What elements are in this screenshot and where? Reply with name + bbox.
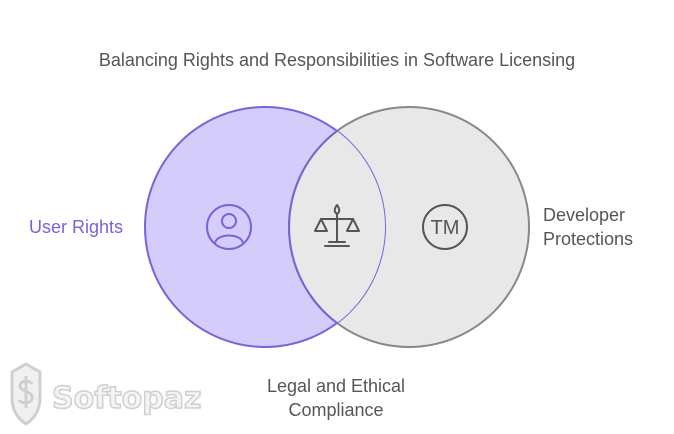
developer-label-line-1: Developer [543,205,626,225]
legal-label-line-1: Legal and Ethical [266,376,406,396]
user-icon [206,204,252,250]
legal-compliance-label: Legal and Ethical Compliance [236,374,436,422]
shield-dollar-icon [10,362,42,426]
developer-label-line-2: Protections [543,229,634,249]
diagram-title: Balancing Rights and Responsibilities in… [98,50,576,70]
trademark-icon-text: TM [431,217,460,239]
trademark-icon: TM [422,204,468,250]
legal-label-line-2: Compliance [288,400,384,420]
softopaz-watermark: Softopaz [10,362,202,426]
user-rights-label: User Rights [29,217,124,237]
developer-protections-label: Developer Protections [543,203,633,251]
svg-text:Softopaz: Softopaz [52,381,201,416]
user-circle-edge [288,130,338,324]
scales-icon [314,204,360,247]
